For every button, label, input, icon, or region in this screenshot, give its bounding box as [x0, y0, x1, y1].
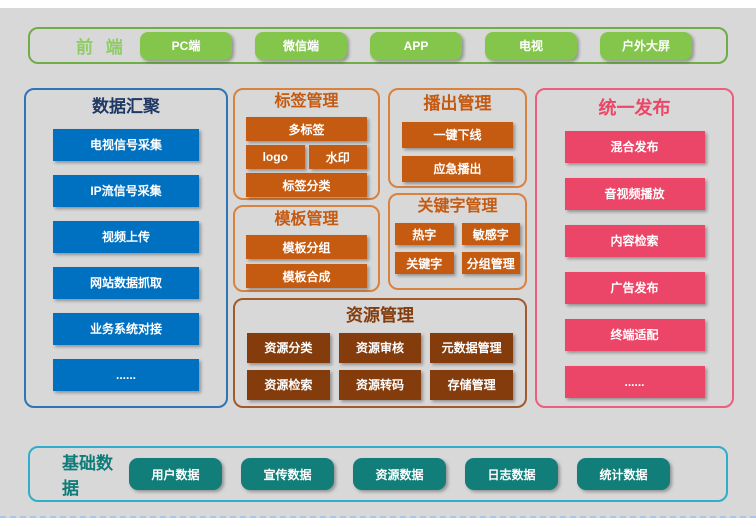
middle-sub-column-left: 标签管理 多标签 logo 水印 标签分类 模板管理 模板分组 模板合成 — [233, 88, 380, 292]
frontend-item-wechat-button[interactable]: 微信端 — [255, 31, 347, 60]
broadcast-management-panel: 播出管理 一键下线 应急播出 — [388, 88, 527, 188]
frontend-item-outdoor-screen-button[interactable]: 户外大屏 — [600, 31, 692, 60]
website-data-crawl-button[interactable]: 网站数据抓取 — [53, 266, 199, 299]
tag-category-button[interactable]: 标签分类 — [246, 173, 367, 198]
av-playback-button[interactable]: 音视频播放 — [564, 177, 705, 210]
unified-publishing-title: 统一发布 — [598, 98, 671, 118]
template-management-title: 模板管理 — [274, 211, 339, 228]
unified-publishing-items: 混合发布 音视频播放 内容检索 广告发布 终端适配 ...... — [537, 130, 732, 398]
unified-publishing-more-button[interactable]: ...... — [564, 365, 705, 398]
statistics-data-button[interactable]: 统计数据 — [577, 458, 670, 490]
template-management-panel: 模板管理 模板分组 模板合成 — [233, 205, 380, 292]
resource-category-button[interactable]: 资源分类 — [247, 332, 330, 363]
log-data-button[interactable]: 日志数据 — [465, 458, 558, 490]
hot-word-button[interactable]: 热字 — [395, 223, 454, 246]
multi-tag-button[interactable]: 多标签 — [246, 117, 367, 142]
frontend-section: 前 端 PC端 微信端 APP 电视 户外大屏 — [28, 27, 728, 64]
mixed-publish-button[interactable]: 混合发布 — [564, 130, 705, 163]
bottom-divider — [0, 516, 756, 518]
data-aggregation-items: 电视信号采集 IP流信号采集 视频上传 网站数据抓取 业务系统对接 ...... — [26, 128, 226, 391]
resource-management-title: 资源管理 — [346, 306, 414, 325]
frontend-item-app-button[interactable]: APP — [370, 31, 462, 60]
data-aggregation-panel: 数据汇聚 电视信号采集 IP流信号采集 视频上传 网站数据抓取 业务系统对接 .… — [24, 88, 228, 408]
resource-review-button[interactable]: 资源审核 — [338, 332, 422, 363]
base-data-buttons: 用户数据 宣传数据 资源数据 日志数据 统计数据 — [129, 458, 670, 490]
logo-button[interactable]: logo — [246, 145, 305, 170]
watermark-button[interactable]: 水印 — [308, 145, 367, 170]
keyword-management-panel: 关键字管理 热字 敏感字 关键字 分组管理 — [388, 193, 527, 290]
one-key-offline-button[interactable]: 一键下线 — [402, 121, 513, 148]
ip-stream-capture-button[interactable]: IP流信号采集 — [53, 174, 199, 207]
diagram-background: 前 端 PC端 微信端 APP 电视 户外大屏 数据汇聚 电视信号采集 IP流信… — [0, 8, 756, 518]
content-search-button[interactable]: 内容检索 — [564, 224, 705, 257]
emergency-broadcast-button[interactable]: 应急播出 — [402, 155, 513, 182]
tag-management-panel: 标签管理 多标签 logo 水印 标签分类 — [233, 88, 380, 200]
resource-search-button[interactable]: 资源检索 — [247, 369, 330, 400]
unified-publishing-panel: 统一发布 混合发布 音视频播放 内容检索 广告发布 终端适配 ...... — [535, 88, 734, 408]
broadcast-management-title: 播出管理 — [423, 94, 492, 113]
resource-management-panel: 资源管理 资源分类 资源审核 元数据管理 资源检索 资源转码 存储管理 — [233, 298, 527, 408]
publicity-data-button[interactable]: 宣传数据 — [241, 458, 334, 490]
base-data-title: 基础数据 — [62, 454, 113, 498]
resource-data-button[interactable]: 资源数据 — [353, 458, 446, 490]
user-data-button[interactable]: 用户数据 — [129, 458, 222, 490]
keyword-grid: 热字 敏感字 关键字 分组管理 — [395, 223, 520, 275]
base-data-section: 基础数据 用户数据 宣传数据 资源数据 日志数据 统计数据 — [28, 446, 728, 502]
resource-grid: 资源分类 资源审核 元数据管理 资源检索 资源转码 存储管理 — [247, 332, 513, 400]
metadata-management-button[interactable]: 元数据管理 — [430, 332, 513, 363]
terminal-adapt-button[interactable]: 终端适配 — [564, 318, 705, 351]
middle-row: 标签管理 多标签 logo 水印 标签分类 模板管理 模板分组 模板合成 — [233, 88, 527, 292]
frontend-title: 前 端 — [76, 38, 127, 57]
resource-transcode-button[interactable]: 资源转码 — [338, 369, 422, 400]
tv-signal-capture-button[interactable]: 电视信号采集 — [53, 128, 199, 161]
keyword-button[interactable]: 关键字 — [395, 252, 454, 275]
data-aggregation-more-button[interactable]: ...... — [53, 358, 199, 391]
tag-pair-row: logo 水印 — [246, 145, 367, 170]
tag-management-title: 标签管理 — [274, 93, 339, 110]
business-system-integration-button[interactable]: 业务系统对接 — [53, 312, 199, 345]
frontend-item-tv-button[interactable]: 电视 — [485, 31, 577, 60]
template-group-button[interactable]: 模板分组 — [246, 235, 367, 260]
middle-sub-column-right: 播出管理 一键下线 应急播出 关键字管理 热字 敏感字 关键字 分组管理 — [388, 88, 527, 292]
template-compose-button[interactable]: 模板合成 — [246, 264, 367, 289]
frontend-buttons: PC端 微信端 APP 电视 户外大屏 — [140, 31, 692, 60]
ad-publish-button[interactable]: 广告发布 — [564, 271, 705, 304]
keyword-management-title: 关键字管理 — [417, 198, 498, 215]
storage-management-button[interactable]: 存储管理 — [430, 369, 513, 400]
data-aggregation-title: 数据汇聚 — [92, 97, 160, 116]
modules-area: 数据汇聚 电视信号采集 IP流信号采集 视频上传 网站数据抓取 业务系统对接 .… — [24, 88, 734, 408]
middle-column: 标签管理 多标签 logo 水印 标签分类 模板管理 模板分组 模板合成 — [233, 88, 527, 408]
video-upload-button[interactable]: 视频上传 — [53, 220, 199, 253]
group-management-button[interactable]: 分组管理 — [461, 252, 520, 275]
frontend-item-pc-button[interactable]: PC端 — [140, 31, 232, 60]
sensitive-word-button[interactable]: 敏感字 — [461, 223, 520, 246]
